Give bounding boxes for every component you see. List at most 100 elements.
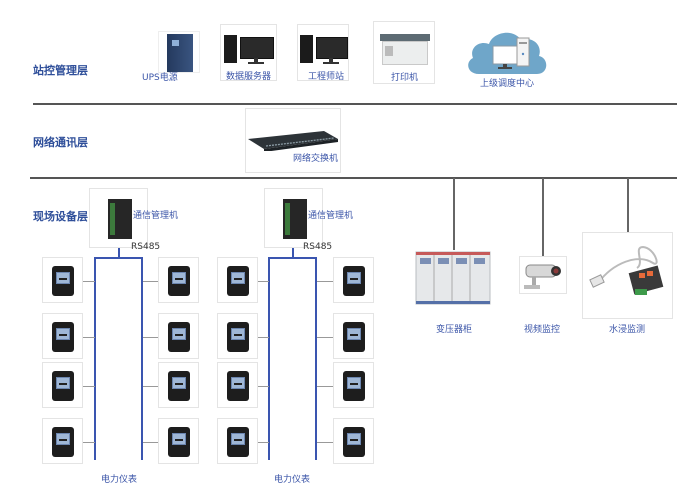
power-meter: [217, 313, 258, 359]
cloud-dispatch-icon: [468, 32, 547, 74]
meter-connector: [83, 281, 95, 282]
meter-icon: [343, 371, 365, 401]
bus-2-left: [268, 257, 270, 460]
meter-connector: [317, 337, 333, 338]
transformer-cabinet-label: 变压器柜: [436, 325, 473, 335]
gateway-1-label: 通信管理机: [133, 211, 179, 221]
meter-connector: [143, 281, 158, 282]
printer-device: 打印机: [373, 21, 435, 84]
switch-icon: [248, 131, 338, 151]
meter-icon: [227, 427, 249, 457]
bus-1-right: [141, 257, 143, 460]
meter-connector: [258, 337, 269, 338]
separator-station-network: [33, 103, 677, 105]
meter-connector: [83, 337, 95, 338]
dispatch-center-device: [465, 28, 550, 76]
bus-1-left: [94, 257, 96, 460]
dispatch-center-label: 上级调度中心: [480, 79, 535, 89]
transformer-cabinet-device: [414, 249, 492, 307]
meter-icon: [343, 427, 365, 457]
power-meter: [158, 257, 199, 303]
meter-icon: [343, 322, 365, 352]
meter-icon: [168, 266, 190, 296]
drop-camera: [542, 178, 544, 258]
workstation-icon: [300, 33, 350, 64]
printer-label: 打印机: [391, 73, 419, 83]
camera-device: [519, 256, 567, 294]
ups-device: [158, 31, 200, 73]
meters-2-label: 电力仪表: [274, 475, 311, 485]
transformer-cabinet-icon: [415, 251, 491, 305]
water-sensor-label: 水浸监测: [609, 325, 646, 335]
meter-connector: [143, 386, 158, 387]
field-bus-line: [30, 177, 677, 179]
layer-label-network: 网络通讯层: [33, 136, 88, 149]
meter-icon: [343, 266, 365, 296]
layer-label-field: 现场设备层: [33, 210, 88, 223]
switch-device: 网络交换机: [245, 108, 341, 173]
server-label: 数据服务器: [226, 72, 272, 82]
power-meter: [333, 418, 374, 464]
meter-connector: [143, 337, 158, 338]
meter-connector: [143, 442, 158, 443]
meter-connector: [317, 442, 333, 443]
meter-icon: [52, 371, 74, 401]
meter-connector: [258, 386, 269, 387]
switch-label: 网络交换机: [293, 154, 339, 164]
bus-1-top: [94, 257, 142, 259]
bus-2-right: [315, 257, 317, 460]
meter-icon: [227, 266, 249, 296]
bus-1-label: RS485: [131, 242, 161, 252]
power-meter: [158, 362, 199, 408]
meter-icon: [227, 371, 249, 401]
gateway-icon: [108, 199, 132, 239]
server-device: 数据服务器: [220, 24, 277, 82]
power-meter: [333, 362, 374, 408]
drop-water: [627, 178, 629, 232]
power-meter: [217, 418, 258, 464]
bus-2-label: RS485: [303, 242, 333, 252]
meters-1-label: 电力仪表: [101, 475, 138, 485]
meter-connector: [258, 281, 269, 282]
gateway-icon: [283, 199, 307, 239]
water-sensor-device: [582, 232, 673, 319]
ups-icon: [167, 34, 193, 72]
power-meter: [42, 313, 83, 359]
printer-icon: [380, 34, 430, 66]
power-meter: [42, 418, 83, 464]
meter-icon: [52, 266, 74, 296]
workstation-label: 工程师站: [308, 72, 345, 82]
power-meter: [42, 257, 83, 303]
server-icon: [224, 33, 274, 64]
power-meter: [217, 257, 258, 303]
camera-icon: [524, 264, 561, 289]
meter-icon: [168, 427, 190, 457]
gateway-2: [264, 188, 323, 248]
drop-transformer: [453, 178, 455, 250]
meter-icon: [168, 322, 190, 352]
meter-icon: [52, 322, 74, 352]
power-meter: [333, 313, 374, 359]
meter-connector: [83, 386, 95, 387]
camera-label: 视频监控: [524, 325, 561, 335]
ups-label: UPS电源: [142, 73, 178, 83]
layer-label-station: 站控管理层: [33, 64, 88, 77]
meter-icon: [168, 371, 190, 401]
meter-connector: [317, 386, 333, 387]
workstation-device: 工程师站: [297, 24, 350, 82]
meter-connector: [258, 442, 269, 443]
power-meter: [158, 313, 199, 359]
meter-icon: [227, 322, 249, 352]
gateway-1: [89, 188, 148, 248]
power-meter: [217, 362, 258, 408]
power-meter: [333, 257, 374, 303]
bus-2-stem: [292, 248, 294, 258]
gateway-2-label: 通信管理机: [308, 211, 354, 221]
bus-2-top: [268, 257, 316, 259]
power-meter: [42, 362, 83, 408]
meter-icon: [52, 427, 74, 457]
meter-connector: [83, 442, 95, 443]
water-sensor-icon: [589, 245, 664, 295]
bus-1-stem: [118, 248, 120, 258]
power-meter: [158, 418, 199, 464]
